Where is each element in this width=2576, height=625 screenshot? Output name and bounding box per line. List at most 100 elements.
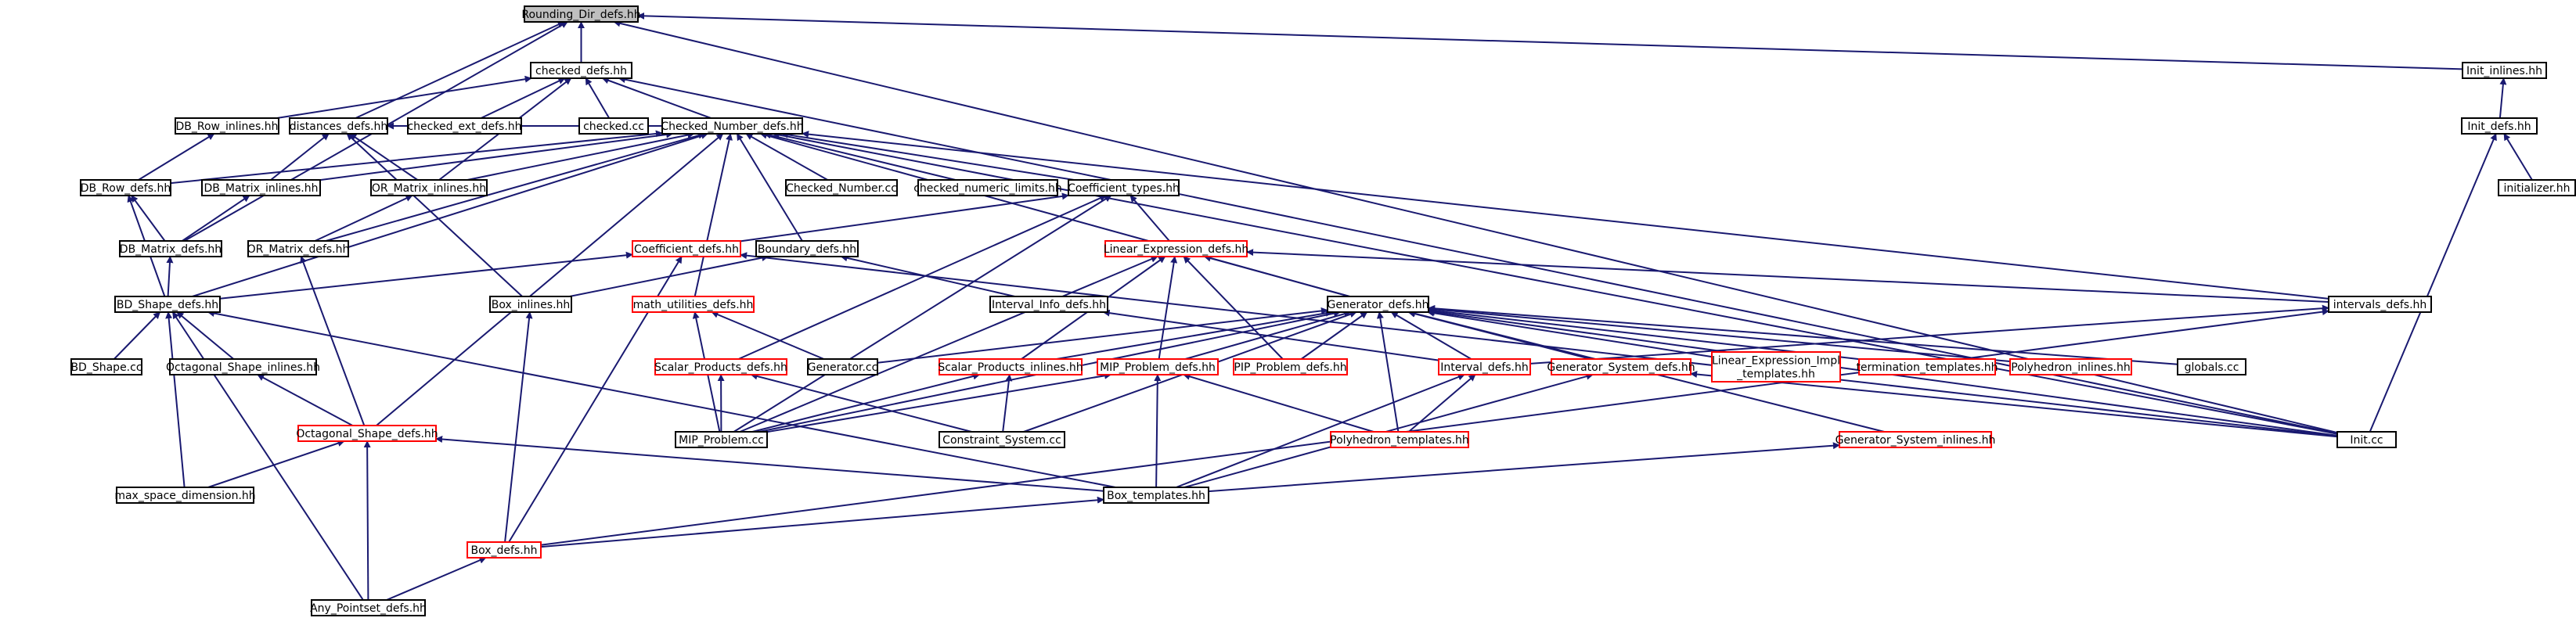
node-label: checked_defs.hh (535, 65, 627, 77)
node-scalar-products-defs[interactable]: Scalar_Products_defs.hh (654, 358, 787, 375)
node-label: Polyhedron_inlines.hh (2011, 361, 2130, 374)
node-db-matrix-inlines[interactable]: DB_Matrix_inlines.hh (201, 179, 321, 196)
edge-mip-problem-cc-to-mip-problem-defs (766, 372, 1111, 433)
node-math-utilities-defs[interactable]: math_utilities_defs.hh (632, 296, 755, 313)
node-box (1327, 296, 1429, 313)
node-generator-cc[interactable]: Generator.cc (807, 358, 878, 375)
node-box (632, 240, 741, 257)
node-label: Octagonal_Shape_inlines.hh (166, 361, 320, 374)
node-or-matrix-defs[interactable]: OR_Matrix_defs.hh (247, 240, 350, 257)
node-intervals-defs[interactable]: intervals_defs.hh (2328, 296, 2432, 313)
node-box-defs[interactable]: Box_defs.hh (467, 541, 542, 559)
node-db-row-defs[interactable]: DB_Row_defs.hh (80, 179, 171, 196)
edge-constraint-system-cc-to-scalar-products-inlines (1002, 374, 1013, 433)
edge-db-row-defs-to-db-row-inlines (138, 133, 215, 181)
node-or-matrix-inlines[interactable]: OR_Matrix_inlines.hh (370, 179, 488, 196)
edge-max-space-dimension-to-bd-shape-defs (165, 311, 186, 488)
node-label: BD_Shape_defs.hh (117, 299, 218, 311)
node-box (785, 179, 898, 196)
node-octagonal-shape-defs[interactable]: Octagonal_Shape_defs.hh (296, 425, 438, 442)
node-bd-shape-defs[interactable]: BD_Shape_defs.hh (114, 296, 221, 313)
node-box (1438, 358, 1531, 375)
node-checked-cc[interactable]: checked.cc (578, 117, 649, 135)
node-label: intervals_defs.hh (2333, 299, 2427, 311)
node-distances-defs[interactable]: distances_defs.hh (289, 117, 388, 135)
edge-generator-defs-to-linear-expression-defs (1203, 254, 1350, 297)
node-box (2498, 179, 2576, 196)
node-constraint-system-cc[interactable]: Constraint_System.cc (939, 431, 1065, 448)
node-bd-shape-cc[interactable]: BD_Shape.cc (70, 358, 142, 375)
edge-constraint-system-cc-to-scalar-products-defs (750, 372, 972, 433)
node-coefficient-types[interactable]: Coefficient_types.hh (1068, 179, 1180, 196)
node-coefficient-defs[interactable]: Coefficient_defs.hh (632, 240, 741, 257)
node-init-defs[interactable]: Init_defs.hh (2461, 117, 2538, 135)
node-polyhedron-inlines[interactable]: Polyhedron_inlines.hh (2009, 358, 2132, 375)
node-init-cc[interactable]: Init.cc (2336, 431, 2397, 448)
node-boundary-defs[interactable]: Boundary_defs.hh (755, 240, 859, 257)
node-db-row-inlines[interactable]: DB_Row_inlines.hh (175, 117, 279, 135)
edge-db-matrix-defs-to-db-row-defs (131, 195, 166, 242)
edge-math-utilities-defs-to-checked-number-defs (694, 133, 733, 297)
node-label: _templates.hh (1736, 368, 1815, 381)
edge-mip-problem-cc-to-coefficient-types (733, 195, 1112, 433)
node-polyhedron-templates[interactable]: Polyhedron_templates.hh (1330, 431, 1469, 448)
node-generator-defs[interactable]: Generator_defs.hh (1327, 296, 1429, 313)
node-generator-system-defs[interactable]: Generator_System_defs.hh (1547, 358, 1695, 375)
node-linear-expression-impl-templates[interactable]: Linear_Expression_Impl_templates.hh (1711, 351, 1841, 383)
node-box (467, 541, 542, 559)
node-interval-defs[interactable]: Interval_defs.hh (1438, 358, 1531, 375)
node-label: Box_inlines.hh (492, 299, 571, 311)
node-linear-expression-defs[interactable]: Linear_Expression_defs.hh (1104, 240, 1248, 257)
node-checked-number-defs[interactable]: Checked_Number_defs.hh (661, 117, 804, 135)
node-label: DB_Row_defs.hh (81, 182, 171, 195)
node-box (175, 117, 279, 135)
node-label: Coefficient_types.hh (1068, 182, 1180, 195)
edge-polyhedron-inlines-to-generator-defs (1428, 306, 2011, 362)
node-label: DB_Row_inlines.hh (175, 120, 278, 133)
edge-octagonal-shape-defs-to-checked-number-defs (376, 133, 724, 426)
edge-checked-ext-defs-to-checked-defs (481, 77, 566, 119)
node-box (530, 62, 632, 79)
edge-any-pointset-defs-to-octagonal-shape-defs (363, 440, 371, 601)
node-init-inlines[interactable]: Init_inlines.hh (2462, 62, 2547, 79)
node-checked-number-cc[interactable]: Checked_Number.cc (785, 179, 898, 196)
node-box (1839, 431, 1992, 448)
node-rounding[interactable]: Rounding_Dir_defs.hh (521, 5, 641, 23)
edge-linear-expression-defs-to-coefficient-types (1129, 195, 1170, 242)
node-box (1068, 179, 1180, 196)
node-box-inlines[interactable]: Box_inlines.hh (489, 296, 572, 313)
edge-interval-defs-to-interval-info-defs (1102, 309, 1439, 361)
node-box (939, 431, 1065, 448)
node-db-matrix-defs[interactable]: DB_Matrix_defs.hh (119, 240, 222, 257)
node-box (1103, 487, 1209, 504)
node-octagonal-shape-inlines[interactable]: Octagonal_Shape_inlines.hh (166, 358, 320, 375)
edge-intervals-defs-to-linear-expression-defs (1246, 249, 2329, 303)
node-box-templates[interactable]: Box_templates.hh (1103, 487, 1209, 504)
node-initializer[interactable]: initializer.hh (2498, 179, 2576, 196)
node-label: checked.cc (583, 120, 644, 133)
node-interval-info-defs[interactable]: Interval_Info_defs.hh (989, 296, 1108, 313)
node-box (169, 358, 317, 375)
edge-box-inlines-to-distances-defs (346, 133, 523, 297)
node-label: Generator_defs.hh (1327, 299, 1429, 311)
node-checked-ext-defs[interactable]: checked_ext_defs.hh (407, 117, 522, 135)
edge-boundary-defs-to-checked-number-defs (736, 133, 803, 242)
node-termination-templates[interactable]: termination_templates.hh (1856, 358, 1998, 375)
node-mip-problem-defs[interactable]: MIP_Problem_defs.hh (1097, 358, 1219, 375)
node-checked-defs[interactable]: checked_defs.hh (530, 62, 632, 79)
node-mip-problem-cc[interactable]: MIP_Problem.cc (675, 431, 768, 448)
node-any-pointset-defs[interactable]: Any_Pointset_defs.hh (310, 599, 427, 616)
node-max-space-dimension[interactable]: max_space_dimension.hh (114, 487, 256, 504)
node-label: Checked_Number_defs.hh (661, 120, 803, 133)
node-generator-system-inlines[interactable]: Generator_System_inlines.hh (1836, 431, 1996, 448)
node-box (2009, 358, 2132, 375)
node-box (114, 296, 221, 313)
node-box (2462, 62, 2547, 79)
edge-polyhedron-templates-to-generator-defs (1376, 311, 1400, 433)
node-checked-numeric-limits[interactable]: checked_numeric_limits.hh (913, 179, 1062, 196)
node-pip-problem-defs[interactable]: PIP_Problem_defs.hh (1233, 358, 1348, 375)
node-globals-cc[interactable]: globals.cc (2177, 358, 2246, 375)
node-scalar-products-inlines[interactable]: Scalar_Products_inlines.hh (938, 358, 1083, 375)
node-label: termination_templates.hh (1856, 361, 1998, 374)
